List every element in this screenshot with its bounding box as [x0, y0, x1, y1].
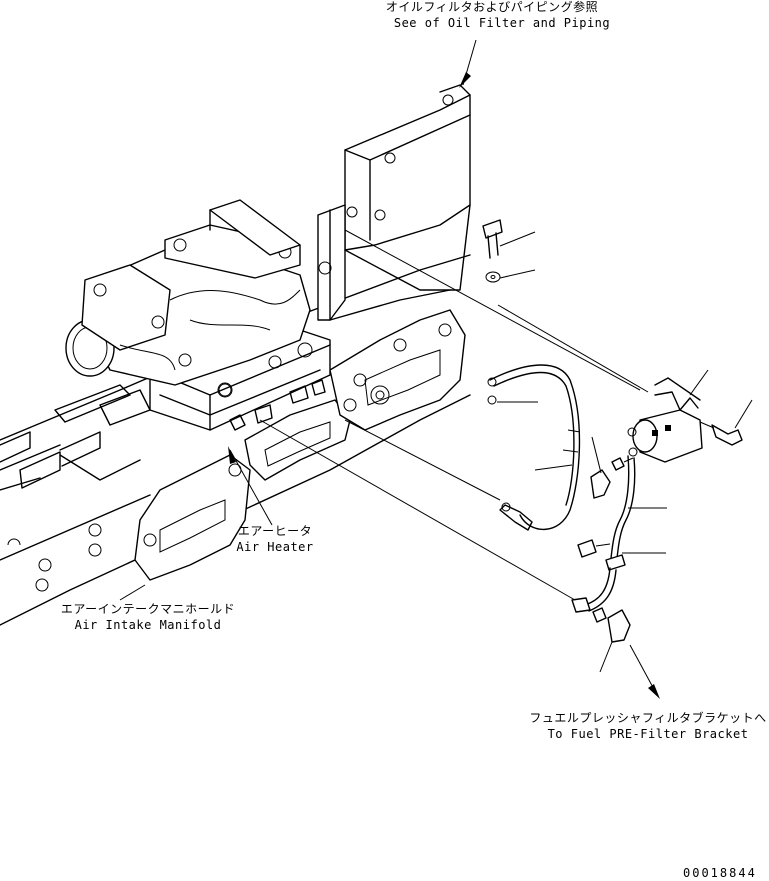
air-heater-label-jp: エアーヒータ	[237, 524, 313, 538]
oil-filter-label-jp: オイルフィルタおよびパイピング参照	[385, 0, 599, 14]
air-heater-label-en: Air Heater	[236, 540, 314, 554]
fuel-bracket-label-en: To Fuel PRE-Filter Bracket	[547, 727, 749, 741]
bolt-and-washer	[482, 219, 503, 283]
manifold-label-en: Air Intake Manifold	[74, 618, 222, 632]
harness-cable	[487, 364, 581, 531]
heater-relay	[627, 377, 743, 463]
manifold-label-jp: エアーインテークマニホールド	[60, 602, 236, 616]
fittings	[571, 455, 636, 643]
drawing-number: 00018844	[683, 866, 757, 880]
manifold-flanges	[134, 309, 466, 581]
leader-lines	[119, 39, 753, 699]
fuel-bracket-label-jp: フュエルプレッシャフィルタブラケットへ	[529, 711, 767, 725]
intake-housing	[65, 199, 311, 397]
oil-filter-label-en: See of Oil Filter and Piping	[393, 16, 611, 30]
engine-frame	[0, 254, 471, 626]
oil-filter-bracket	[317, 84, 471, 321]
